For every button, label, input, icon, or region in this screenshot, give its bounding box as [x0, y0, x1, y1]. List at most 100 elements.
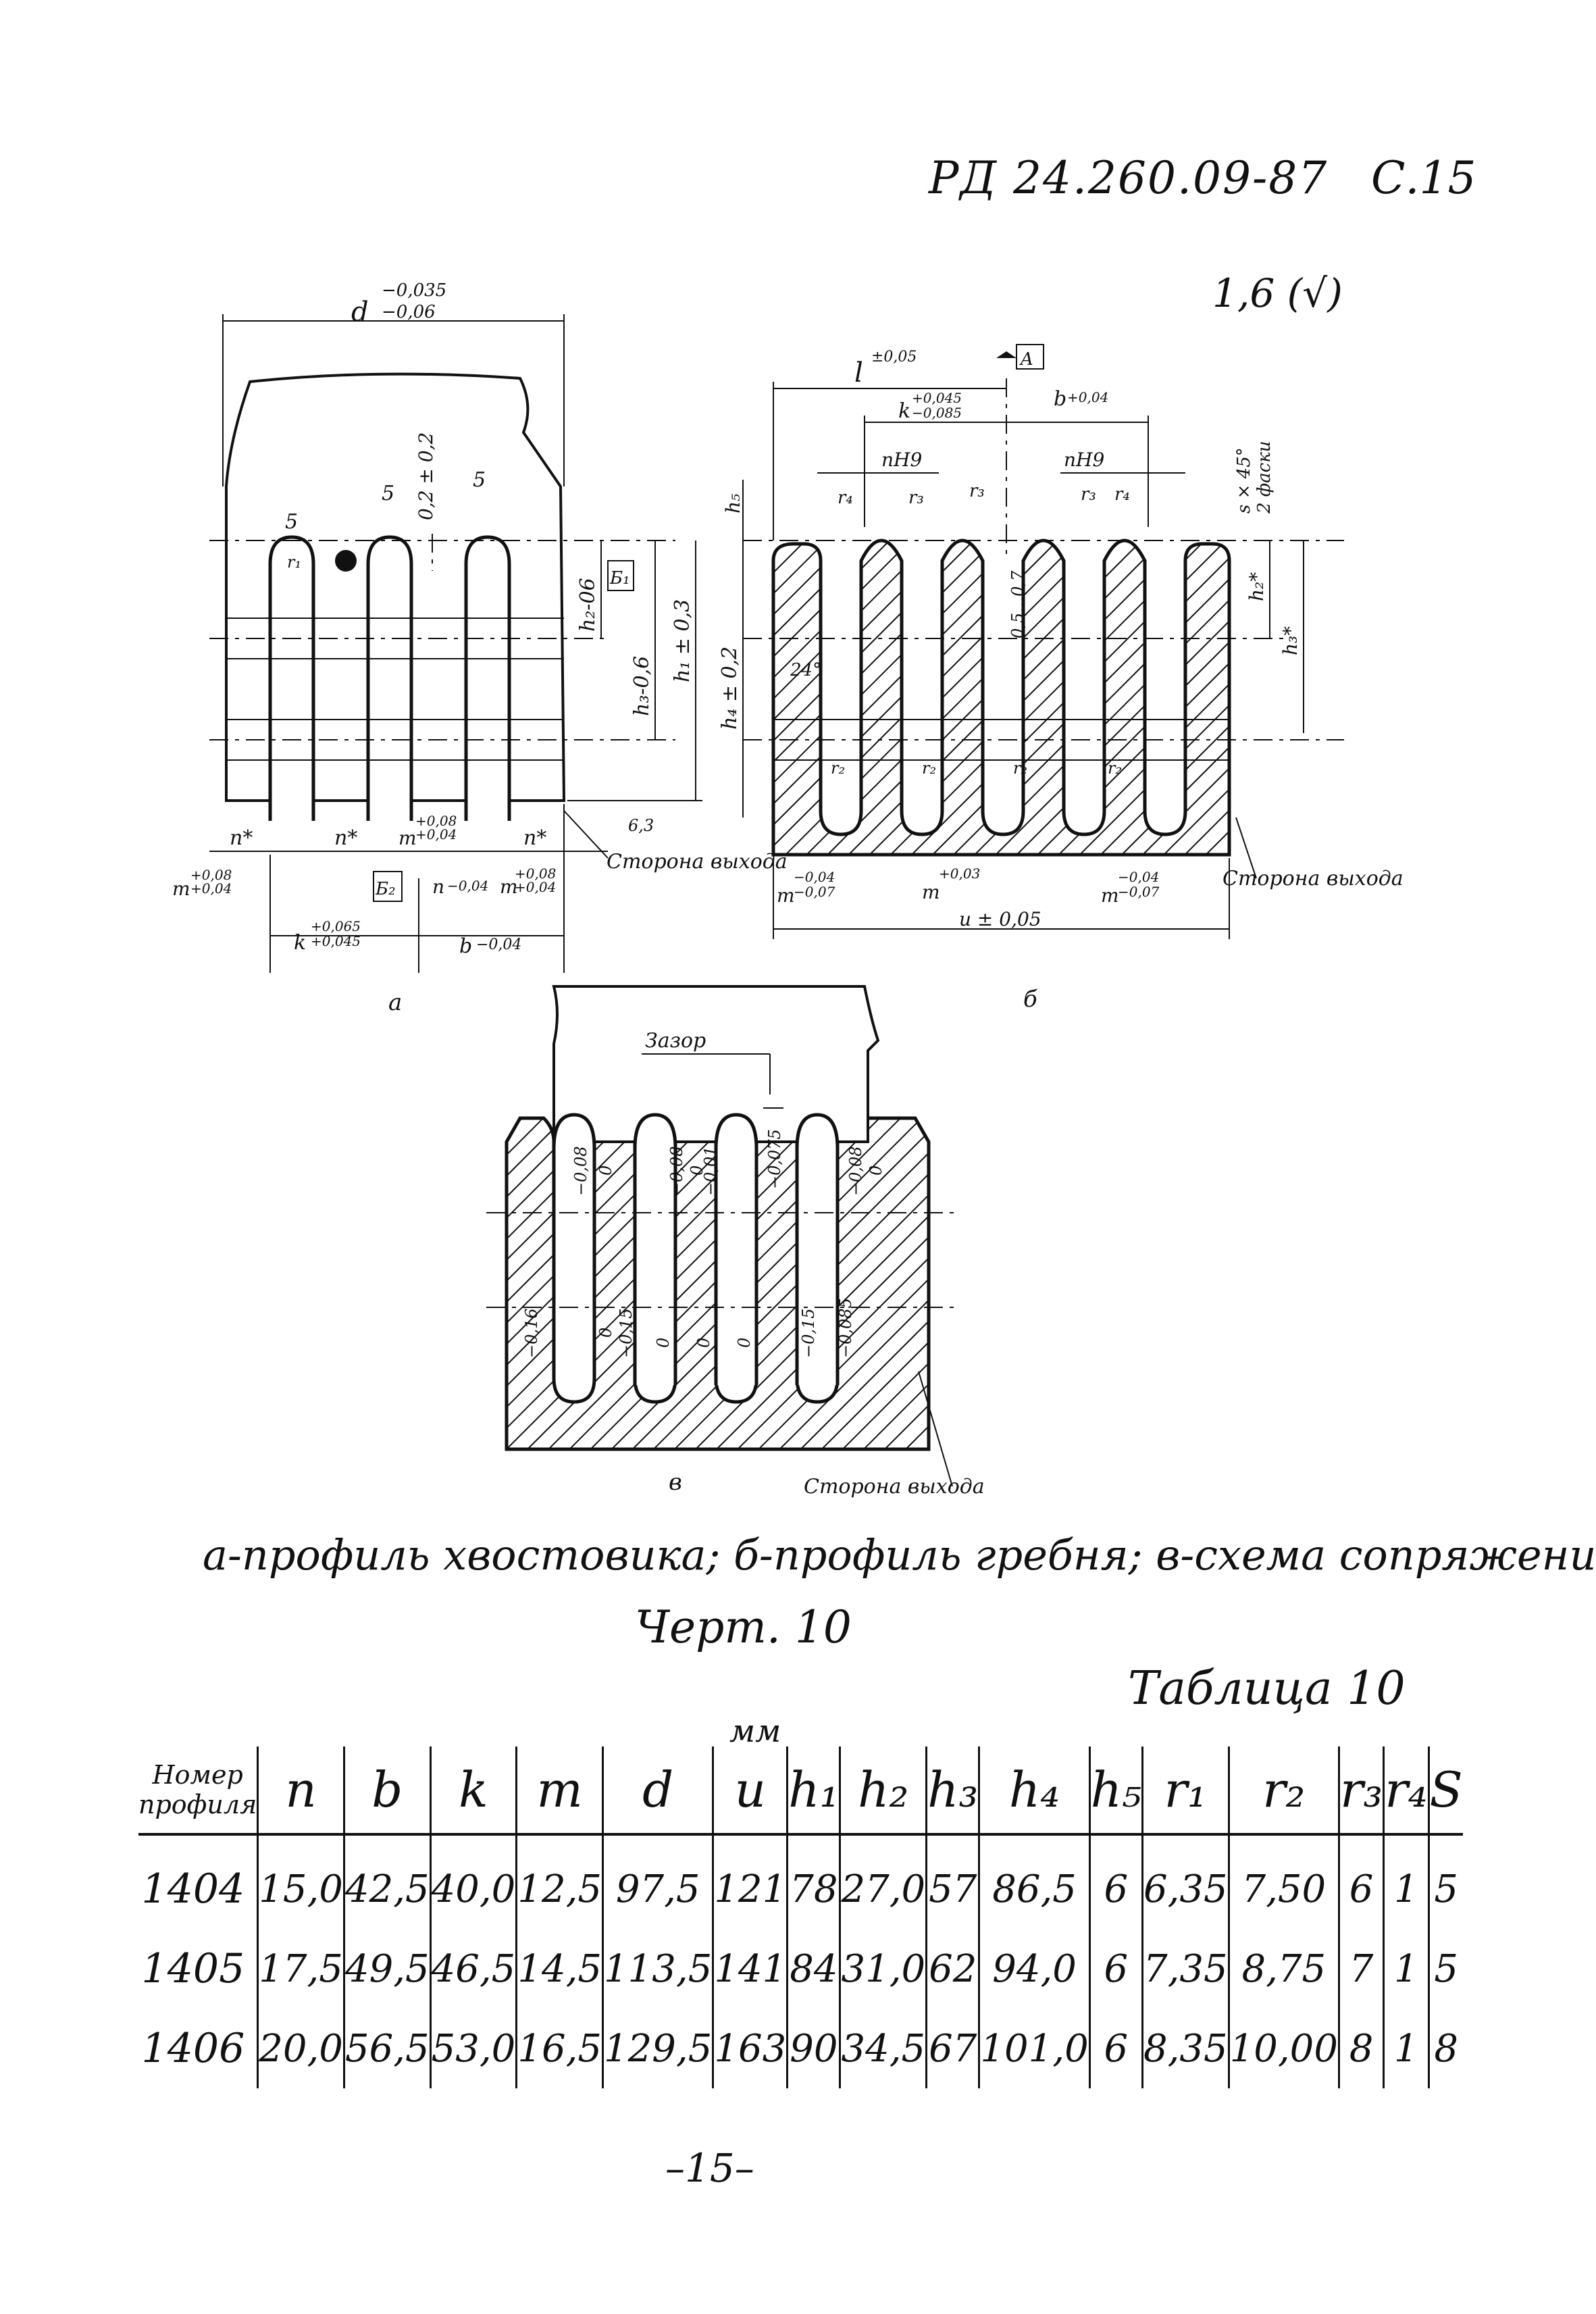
table-cell: 56,5: [342, 2009, 431, 2088]
fig-b-side-note: Сторона выхода: [1222, 867, 1404, 890]
header-m: m: [515, 1746, 603, 1836]
table-cell: 84: [786, 1929, 840, 2009]
fig-a-d-label: d: [351, 297, 369, 328]
fig-a-h3-label: h₃-0,6: [630, 656, 654, 716]
fig-b-angle: 24°: [790, 660, 821, 680]
fig-a-b-label: b: [459, 934, 472, 958]
fig-b-chamfer-note: 2 фаски: [1254, 441, 1275, 515]
fig-a-rough-5-left: 5: [285, 510, 298, 534]
table-cell: 78: [786, 1834, 840, 1929]
fig-a-d-tol-lower: −0,06: [382, 302, 436, 322]
fig-a-rough-5-mid: 5: [382, 482, 394, 505]
fig-c-tol-top-2: −0,08: [667, 1146, 686, 1196]
fig-a-m-left-tol-lower: +0,04: [190, 880, 232, 897]
fig-a-m-right-tol-lower: +0,04: [515, 879, 556, 895]
fig-a-m-left-label: m: [172, 878, 190, 900]
technical-drawings: d −0,035 −0,06 0,2 ± 0,2 5 5 5 r₁ h₂-06 …: [172, 280, 1404, 1499]
table-cell: 6,35: [1141, 1834, 1229, 1929]
table-cell: 101,0: [978, 2009, 1090, 2088]
table-cell: 7,50: [1227, 1834, 1339, 1929]
fig-a-m-mid-tol-lower: +0,04: [415, 826, 457, 842]
table-cell: 8: [1427, 2009, 1463, 2088]
fig-b-m-left-tol-upper: −0,04: [794, 869, 835, 885]
fig-a-m-mid-tol-upper: +0,08: [415, 813, 457, 829]
fig-a-n-tol: −0,04: [447, 878, 488, 894]
table-title: Таблица 10: [1128, 1662, 1406, 1715]
table-cell: 8,35: [1141, 2009, 1229, 2088]
table-cell: 5: [1427, 1929, 1463, 2009]
header-r4: r₄: [1383, 1746, 1429, 1836]
fig-b-r2-b: r₂: [922, 759, 936, 778]
table-cell: 121: [712, 1834, 788, 1929]
fig-a-n-star-left: n*: [230, 826, 253, 850]
table-cell: 6: [1088, 2009, 1143, 2088]
figure-c-mating-scheme: Зазор −0,08 0 −0,08 0 −0,01 −0,075 −0,08…: [486, 985, 985, 1499]
fig-a-rough-63: 6,3: [628, 816, 654, 835]
fig-c-tol-top-6: −0,08: [846, 1146, 865, 1196]
fig-a-n-star-right: n*: [523, 826, 546, 850]
table-cell: 7,35: [1141, 1929, 1229, 2009]
fig-c-tol-bottom-0: −0,16: [522, 1308, 541, 1358]
figure-caption: а-профиль хвостовика; б-профиль гребня; …: [203, 1530, 1596, 1580]
fig-a-label: а: [388, 989, 402, 1016]
fig-b-u-label: u ± 0,05: [959, 908, 1041, 930]
fig-c-side-note: Сторона выхода: [804, 1475, 985, 1499]
table-cell: 42,5: [342, 1834, 431, 1929]
fig-b-label: б: [1023, 986, 1037, 1013]
table-cell: 34,5: [839, 2009, 927, 2088]
table-cell: 1: [1383, 1929, 1429, 2009]
figure-a-shank-profile: d −0,035 −0,06 0,2 ± 0,2 5 5 5 r₁ h₂-06 …: [172, 280, 788, 1016]
page-label: С.15: [1371, 152, 1476, 204]
table-cell: 113,5: [601, 1929, 713, 2009]
header-d: d: [601, 1746, 713, 1836]
fig-a-b2-datum: Б₂: [375, 879, 396, 899]
fig-b-r2-a: r₂: [831, 759, 845, 778]
table-header-row: Номер профиля n b k m d u h₁ h₂ h₃ h₄ h₅…: [138, 1746, 1463, 1836]
header-r1: r₁: [1141, 1746, 1229, 1836]
header-h3: h₃: [925, 1746, 979, 1836]
table-cell: 6: [1088, 1834, 1143, 1929]
fig-b-k-tol-lower: −0,085: [912, 405, 962, 421]
table-cell: 62: [925, 1929, 979, 2009]
fig-a-k-tol-upper: +0,065: [311, 918, 361, 934]
table-cell-profile-number: 1404: [141, 1865, 245, 1913]
fig-a-h2-label: h₂-06: [576, 578, 600, 632]
header-s: S: [1427, 1746, 1463, 1836]
fig-b-datum-a: A: [1019, 349, 1033, 370]
fig-a-h1-label: h₁ ± 0,3: [671, 599, 694, 682]
fig-c-tol-top-4: −0,01: [701, 1146, 720, 1196]
header-profile-number: Номер профиля: [138, 1746, 258, 1836]
table-cell: 46,5: [429, 1929, 517, 2009]
fig-b-h3-label: h₃*: [1279, 626, 1302, 655]
table-cell: 8,75: [1227, 1929, 1339, 2009]
fig-b-r4-left: r₄: [838, 488, 853, 508]
fig-a-b1-datum: Б₁: [609, 568, 630, 588]
table-cell: 129,5: [601, 2009, 713, 2088]
table-cell: 90: [786, 2009, 840, 2088]
fig-b-r3-b: r₃: [969, 481, 985, 501]
header-h1: h₁: [786, 1746, 840, 1836]
fig-b-l-label: l: [854, 357, 863, 388]
table-cell: 12,5: [515, 1834, 603, 1929]
fig-a-k-label: k: [294, 931, 306, 955]
table-cell: 141: [712, 1929, 788, 2009]
table-cell: 5: [1427, 1834, 1463, 1929]
fig-b-nh9-left: nH9: [881, 449, 922, 471]
table-cell: 67: [925, 2009, 979, 2088]
fig-b-m-right-label: m: [1101, 884, 1119, 907]
fig-b-m-mid-label: m: [922, 881, 940, 903]
fig-b-m-left-tol-lower: −0,07: [794, 884, 835, 900]
fig-a-m-right-tol-upper: +0,08: [515, 865, 556, 882]
fig-b-k-tol-upper: +0,045: [912, 390, 962, 406]
header-h2: h₂: [839, 1746, 927, 1836]
table-cell: 8: [1337, 2009, 1384, 2088]
table-units: мм: [729, 1713, 781, 1749]
figure-b-comb-profile: A l ±0,05 k +0,045 −0,085 b +0,04 nH9 nH…: [718, 344, 1404, 1013]
table-cell: 31,0: [839, 1929, 927, 2009]
fig-b-h2-label: h₂*: [1245, 572, 1268, 601]
fig-b-b-label: b: [1054, 387, 1066, 411]
fig-b-r2-c: r₂: [1013, 759, 1027, 778]
fig-a-n-star-mid: n*: [334, 826, 357, 850]
fig-b-r3-a: r₃: [908, 488, 924, 508]
